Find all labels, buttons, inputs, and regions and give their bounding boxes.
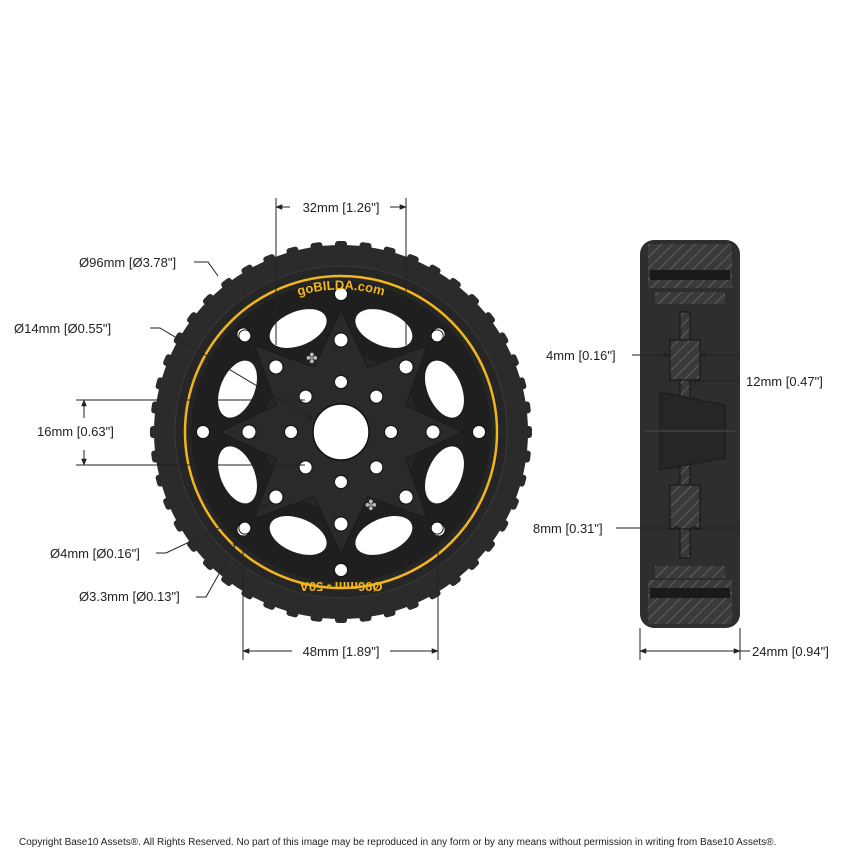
dim-hole-3-3mm: Ø3.3mm [Ø0.13"] [79, 589, 180, 604]
hub-hole [298, 389, 313, 404]
spoke-hole [241, 424, 257, 440]
dim-48mm: 48mm [1.89"] [303, 644, 380, 659]
mounting-holes [196, 287, 486, 577]
hub-hole [384, 425, 398, 439]
spoke-hole [398, 489, 414, 505]
dim-12mm: 12mm [0.47"] [746, 374, 823, 389]
dim-16mm: 16mm [0.63"] [37, 424, 114, 439]
dim-4mm: 4mm [0.16"] [546, 348, 616, 363]
brand-top-text: goBILDA.com [295, 277, 386, 298]
corner-hole [238, 521, 252, 535]
rim-flange-bottom [650, 588, 730, 598]
corner-hole [430, 329, 444, 343]
dim-24mm: 24mm [0.94"] [752, 644, 829, 659]
wheel-side-view [640, 240, 740, 628]
tread-bump [202, 293, 215, 306]
dim-outer-diameter: Ø96mm [Ø3.78"] [79, 255, 176, 270]
brand-top-label: goBILDA.com [295, 277, 386, 298]
spoke-window [355, 309, 413, 348]
hub-hole [369, 389, 384, 404]
tire-section-bottom [648, 580, 732, 624]
spoke-window [269, 516, 327, 555]
rim-flange-top [650, 270, 730, 280]
hub-boss-section-2 [669, 484, 701, 530]
dim-32mm: 32mm [1.26"] [303, 200, 380, 215]
dimension-labels: 32mm [1.26"] Ø96mm [Ø3.78"] Ø14mm [Ø0.55… [14, 199, 829, 659]
hub-hole [369, 460, 384, 475]
tire-section-top [648, 244, 732, 288]
corner-hole [430, 521, 444, 535]
spoke-hole [425, 424, 441, 440]
spoke-hole [268, 359, 284, 375]
corner-hole [238, 329, 252, 343]
spoke-window [425, 446, 464, 504]
rim-section-top [655, 292, 725, 304]
spoke-window [218, 446, 257, 504]
spoke-hole [333, 516, 349, 532]
brand-bottom-label: Ø96mm - 50A [299, 579, 383, 594]
rim-section-bottom [655, 566, 725, 578]
dim-8mm: 8mm [0.31"] [533, 521, 603, 536]
spoke-hole [398, 359, 414, 375]
dim-bore-diameter: Ø14mm [Ø0.55"] [14, 321, 111, 336]
copyright-notice: Copyright Base10 Assets®. All Rights Res… [19, 837, 777, 848]
rim-hole [334, 287, 348, 301]
dim-hole-4mm: Ø4mm [Ø0.16"] [50, 546, 140, 561]
center-bore [312, 403, 370, 461]
hub-boss-section [669, 339, 701, 381]
dimension-annotations [76, 198, 750, 660]
hub-hole [334, 475, 348, 489]
spoke-window [425, 360, 464, 418]
spoke-windows [218, 309, 464, 555]
logo-icon: ✤ [365, 498, 377, 514]
spoke-window [218, 360, 257, 418]
spoke-hole [268, 489, 284, 505]
rim-hole [334, 563, 348, 577]
logo-icon: ✤ [306, 351, 318, 367]
accent-ring [183, 274, 499, 590]
spoke-hole [333, 332, 349, 348]
rim-hole [472, 425, 486, 439]
spoke-window [269, 309, 327, 348]
rim-hole [196, 425, 210, 439]
tread-bump [467, 293, 480, 306]
hub-hole [334, 375, 348, 389]
wheel-front-view: ✤ ✤ goBILDA.com Ø96mm - 50A [150, 241, 532, 623]
hub-hole [298, 460, 313, 475]
hub-hole [284, 425, 298, 439]
spoke-window [355, 516, 413, 555]
